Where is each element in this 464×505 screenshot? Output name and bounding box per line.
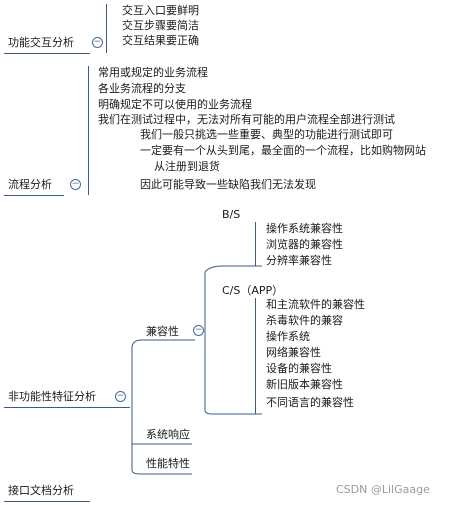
node-flow-analysis: 流程分析: [8, 178, 52, 191]
node-api-underline: [4, 501, 90, 502]
bs-item-3: 分辨率兼容性: [266, 254, 332, 267]
func-item-3: 交互结果要正确: [122, 34, 199, 47]
flow-item-8: 因此可能导致一些缺陷我们无法发现: [140, 178, 316, 191]
cs-label: C/S（APP）: [222, 284, 284, 297]
func-branch-line: [106, 4, 107, 53]
node-system-response: 系统响应: [146, 428, 190, 441]
cs-item-1: 和主流软件的兼容性: [266, 298, 365, 311]
collapse-func-icon[interactable]: −: [92, 37, 103, 48]
func-item-1: 交互入口要鲜明: [122, 4, 199, 17]
bs-item-1: 操作系统兼容性: [266, 222, 343, 235]
cs-item-7: 不同语言的兼容性: [266, 396, 354, 409]
node-nonfunc-underline: [4, 407, 130, 408]
node-flow-underline: [4, 195, 64, 196]
node-api-doc-analysis: 接口文档分析: [8, 484, 74, 497]
flow-item-5: 我们一般只挑选一些重要、典型的功能进行测试即可: [140, 128, 393, 141]
collapse-nonfunc-icon[interactable]: −: [115, 391, 126, 402]
collapse-compat-icon[interactable]: −: [193, 325, 204, 336]
cs-item-4: 网络兼容性: [266, 346, 321, 359]
bs-branch-line: [255, 222, 256, 266]
bs-label: B/S: [222, 208, 241, 221]
flow-item-6: 一定要有一个从头到尾，最全面的一个流程，比如购物网站: [140, 144, 426, 157]
node-func-underline: [4, 53, 90, 54]
func-item-2: 交互步骤要简洁: [122, 19, 199, 32]
collapse-flow-icon[interactable]: −: [70, 179, 81, 190]
cs-item-2: 杀毒软件的兼容: [266, 314, 343, 327]
node-performance: 性能特性: [146, 457, 190, 470]
flow-item-4: 我们在测试过程中，无法对所有可能的用户流程全部进行测试: [98, 113, 395, 126]
cs-item-3: 操作系统: [266, 330, 310, 343]
flow-item-1: 常用或规定的业务流程: [98, 66, 208, 79]
node-nonfunc-analysis: 非功能性特征分析: [8, 390, 96, 403]
node-func-analysis: 功能交互分析: [8, 36, 74, 49]
flow-item-7: 从注册到退货: [154, 160, 220, 173]
cs-item-5: 设备的兼容性: [266, 362, 332, 375]
node-compatibility: 兼容性: [146, 325, 179, 338]
flow-item-2: 各业务流程的分支: [98, 82, 186, 95]
flow-branch-line: [88, 66, 89, 195]
cs-item-6: 新旧版本兼容性: [266, 378, 343, 391]
cs-branch-line: [255, 298, 256, 414]
flow-item-3: 明确规定不可以使用的业务流程: [98, 98, 252, 111]
bs-item-2: 浏览器的兼容性: [266, 238, 343, 251]
watermark: CSDN @LilGaage: [336, 483, 430, 496]
